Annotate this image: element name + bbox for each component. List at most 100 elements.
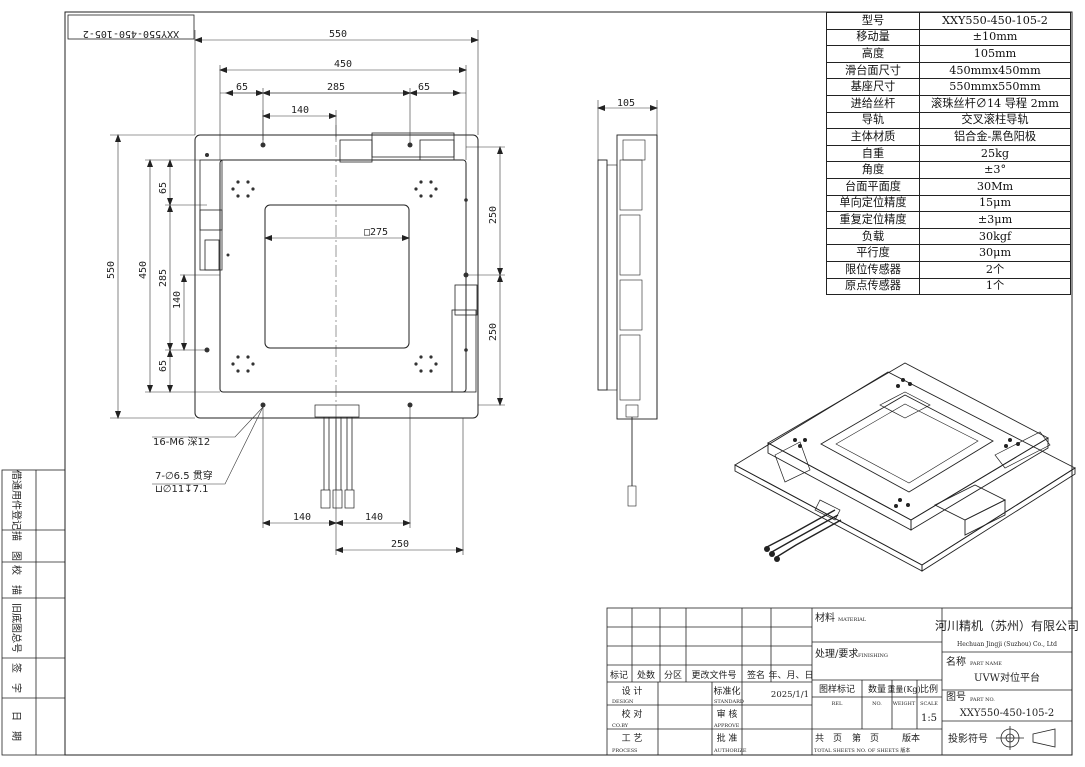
spec-key: 移动量 [826,28,920,47]
tb-approve: 批 准 [717,732,738,744]
tb-check: 校 对 [622,708,643,720]
dim-140-left: 140 [172,291,183,309]
strip-label-1: 借通用件登记 [10,470,23,530]
spec-value: ±10mm [919,28,1071,47]
spec-value: 15μm [919,194,1071,213]
spec-row: 重复定位精度±3μm [826,211,1071,229]
annotation-tapped-holes: 16-M6 深12 [153,436,210,448]
tb-rev-h4: 更改文件号 [691,669,736,681]
tb-material-label: 材料 [815,611,835,624]
tb-drawing-no: XXY550-450-105-2 [960,708,1055,719]
tb-date: 2025/1/1 [771,690,809,700]
spec-key: 主体材质 [826,128,920,146]
dim-65-a: 65 [236,82,248,93]
spec-key: 基座尺寸 [826,78,920,96]
spec-key: 高度 [826,45,920,63]
tb-drawing-mark-en: REL [832,701,843,707]
dim-450-top: 450 [334,59,352,70]
spec-value: 30Mm [919,177,1071,196]
spec-value: 1个 [919,277,1071,296]
tb-material-label-en: MATERIAL [838,617,867,623]
tb-process: 工 艺 [622,733,643,744]
tb-check-en: CO.BY [612,723,629,729]
spec-key: 型号 [826,12,920,30]
spec-key: 平行度 [826,244,920,262]
dim-250-right-a: 250 [488,206,499,224]
spec-row: 主体材质铝合金-黑色阳极 [826,128,1071,146]
dim-250-bot: 250 [391,539,409,550]
spec-value: 25kg [919,144,1071,163]
strip-label-5: 签 字 [10,663,23,693]
tb-rev-h2: 处数 [637,669,655,681]
tb-review-en: APPROVE [713,723,740,729]
projection-symbol [996,726,1056,750]
spec-key: 滑台面尺寸 [826,61,920,80]
tb-projection-label: 投影符号 [948,732,988,745]
center-window [264,204,410,349]
tb-qty: 数量 [868,683,886,695]
tb-name-label: 名称 [946,655,966,668]
spec-row: 进给丝杆滚珠丝杆∅14 导程 2mm [826,94,1071,113]
spec-key: 进给丝杆 [826,94,920,113]
base-plate [194,134,479,419]
spec-value: XXY550-450-105-2 [919,12,1071,30]
tb-scale-label-en: SCALE [920,701,938,707]
spec-key: 台面平面度 [826,177,920,196]
tb-weight-en: WEIGHT [893,701,916,707]
tb-version: 版本 [902,732,920,744]
spec-value: ±3μm [919,211,1071,229]
top-view [194,132,479,509]
spec-value: 30kgf [919,227,1071,246]
part-label-rotated: XXY550-450-105-2 [83,28,179,39]
tb-design-en: DESIGN [612,699,634,705]
spec-key: 负载 [826,227,920,246]
tb-scale-label: 比例 [920,683,938,695]
tb-design: 设 计 [622,685,643,697]
spec-value: 2个 [919,260,1071,279]
left-registration-strip [1,469,66,756]
tb-drawing-no-label-en: PART NO. [970,697,995,703]
strip-label-6: 日 期 [10,711,22,741]
tb-rev-h6: 年、月、日 [768,669,813,681]
tb-company-cn: 河川精机（苏州）有限公司 [935,619,1079,633]
spec-key: 单向定位精度 [826,194,920,213]
dimension-lines [110,30,505,555]
spec-key: 角度 [826,161,920,179]
spec-key: 重复定位精度 [826,211,920,229]
spec-row: 移动量±10mm [826,28,1071,47]
tb-rev-h5: 签名 [747,669,765,681]
spec-value: 550mmx550mm [919,78,1071,96]
tb-sheets-en: TOTAL SHEETS NO. OF SHEETS 版本 [814,747,910,754]
dim-105-side: 105 [617,98,635,109]
spec-value: 30μm [919,244,1071,262]
dim-65-left-a: 65 [158,182,169,194]
tb-standard-en: STANDARD [714,699,744,705]
tb-process-en: PROCESS [612,748,638,754]
tb-name-label-en: PART NAME [970,661,1002,667]
part-label-box: XXY550-450-105-2 [67,14,195,40]
tb-company-en: Hechuan Jingji (Suzhou) Co., Ltd [957,641,1057,648]
dim-250-right-b: 250 [488,323,499,341]
slide-table [219,159,467,393]
spec-value: 滚珠丝杆∅14 导程 2mm [919,94,1071,113]
iso-view [734,362,1076,572]
tb-sheets-total: 共 页 [815,733,842,744]
strip-label-4: 旧底图总号 [10,603,23,653]
tb-drawing-mark: 图样标记 [819,683,855,695]
spec-key: 原点传感器 [826,277,920,296]
tb-weight: 重量(Kg) [887,684,920,694]
strip-label-3: 校 描 [10,565,23,595]
dim-285-top: 285 [327,82,345,93]
title-block-lines [606,607,1073,756]
